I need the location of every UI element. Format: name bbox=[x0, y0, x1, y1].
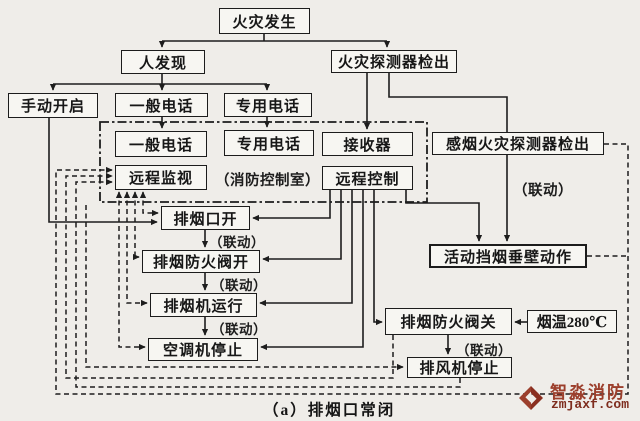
node-damper-open: 排烟防火阀开 bbox=[142, 250, 260, 273]
node-remote-monitor: 远程监视 bbox=[115, 165, 207, 190]
node-damper-close: 排烟防火阀关 bbox=[385, 308, 512, 335]
figure-caption: （a）排烟口常闭 bbox=[263, 402, 396, 419]
node-smoke-temp: 烟温280℃ bbox=[527, 310, 617, 333]
node-smoke-detector-detect: 感烟火灾探测器检出 bbox=[432, 132, 604, 155]
watermark-logo-icon bbox=[519, 386, 543, 410]
node-remote-control: 远程控制 bbox=[322, 166, 413, 190]
node-exhaust-fan-stop: 排风机停止 bbox=[407, 357, 512, 378]
label-linkage-smoke: （联动） bbox=[513, 183, 573, 199]
label-linkage-2: （联动） bbox=[211, 278, 267, 293]
node-person-discovers: 人发现 bbox=[121, 50, 205, 74]
node-fire-occurs: 火灾发生 bbox=[219, 8, 310, 34]
label-linkage-1: （联动） bbox=[209, 235, 265, 250]
node-fire-detector-detect: 火灾探测器检出 bbox=[331, 50, 457, 73]
node-ac-stop: 空调机停止 bbox=[148, 338, 258, 361]
node-general-phone-site: 一般电话 bbox=[115, 93, 208, 117]
watermark-site: zmjaxf.com bbox=[551, 397, 630, 412]
label-control-room: （消防控制室） bbox=[215, 173, 320, 189]
node-fan-run: 排烟机运行 bbox=[150, 293, 257, 317]
node-special-phone-site: 专用电话 bbox=[224, 93, 312, 117]
watermark-name: 智淼消防 bbox=[550, 383, 626, 402]
label-linkage-damper: （联动） bbox=[456, 343, 512, 358]
node-manual-open: 手动开启 bbox=[8, 93, 98, 118]
node-general-phone-room: 一般电话 bbox=[115, 131, 207, 157]
node-special-phone-room: 专用电话 bbox=[224, 130, 314, 156]
node-receiver: 接收器 bbox=[322, 132, 413, 156]
label-linkage-3: （联动） bbox=[211, 322, 267, 337]
node-curtain-act: 活动挡烟垂壁动作 bbox=[429, 244, 587, 268]
node-vent-open: 排烟口开 bbox=[161, 206, 250, 230]
